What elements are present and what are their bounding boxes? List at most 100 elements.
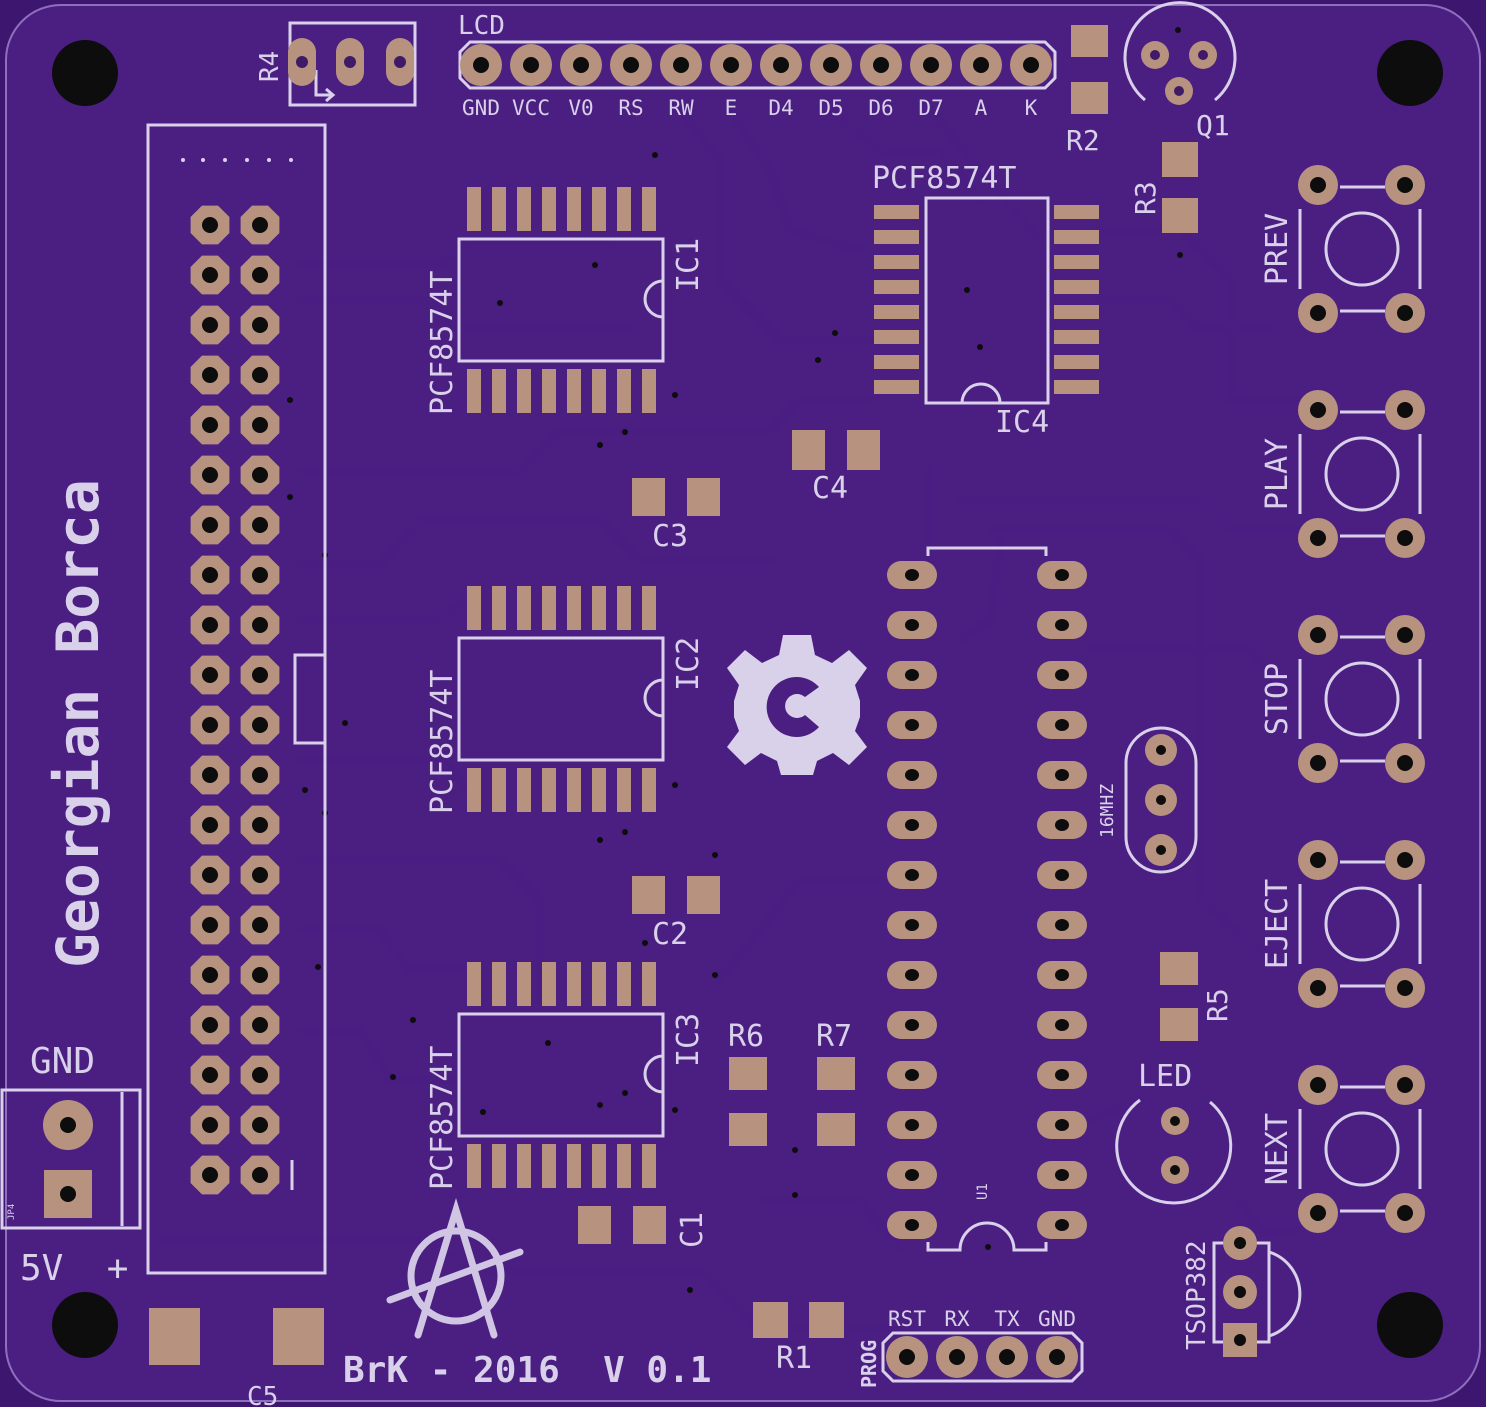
prog-pin-rst: RST	[886, 1307, 928, 1378]
c3-capacitor: C3	[632, 478, 720, 554]
button-eject[interactable]: EJECT	[1260, 840, 1425, 1008]
gpio-pin	[240, 1105, 280, 1145]
r2-label: R2	[1066, 124, 1100, 157]
gpio-pin	[240, 905, 280, 945]
lcd-pin-label: RS	[618, 96, 643, 120]
gpio-pin	[240, 405, 280, 445]
power-terminal: GND JP4 5V +	[0, 1041, 142, 1289]
r3-label: R3	[1129, 181, 1162, 215]
gpio-pin	[190, 605, 230, 645]
lcd-title: LCD	[458, 11, 505, 41]
q1-label: Q1	[1196, 109, 1230, 142]
r2-resistor: R2	[1066, 25, 1108, 157]
button-prev[interactable]: PREV	[1260, 165, 1425, 333]
led: LED	[1115, 1059, 1233, 1205]
r7-resistor: R7	[816, 1019, 855, 1146]
gpio-pin	[190, 855, 230, 895]
lcd-pin-label: K	[1025, 96, 1038, 120]
prog-pin-label: RX	[944, 1307, 970, 1331]
gpio-pin	[240, 305, 280, 345]
gpio-pin	[190, 655, 230, 695]
r1-resistor: R1	[753, 1302, 844, 1376]
button-play[interactable]: PLAY	[1260, 390, 1425, 558]
lcd-pin-a: A	[960, 44, 1002, 120]
prog-pin-tx: TX	[986, 1307, 1028, 1378]
ic3-label: IC3	[671, 1013, 706, 1067]
gpio-pin	[190, 205, 230, 245]
gpio-pin	[190, 905, 230, 945]
gpio-pin	[240, 655, 280, 695]
gpio-pin	[190, 1005, 230, 1045]
gpio-pin	[240, 955, 280, 995]
lcd-pin-label: E	[725, 96, 738, 120]
r4-label: R4	[255, 51, 285, 82]
c5-label: C5	[247, 1382, 278, 1407]
gpio-pin	[240, 705, 280, 745]
gpio-pin	[240, 605, 280, 645]
c1-capacitor: C1	[578, 1206, 710, 1248]
gpio-pin	[190, 555, 230, 595]
gpio-pin	[190, 1055, 230, 1095]
gpio-pin	[190, 355, 230, 395]
lcd-pin-label: GND	[462, 96, 500, 120]
lcd-pin-label: D6	[868, 96, 893, 120]
ic1-label: IC1	[671, 238, 706, 292]
gpio-pin	[190, 755, 230, 795]
prog-pin-label: GND	[1038, 1307, 1076, 1331]
gpio-pin	[190, 955, 230, 995]
anarchy-logo	[386, 1197, 524, 1339]
lcd-pin-label: VCC	[512, 96, 550, 120]
prog-pin-label: RST	[888, 1307, 926, 1331]
r7-label: R7	[816, 1019, 852, 1054]
button-stop[interactable]: STOP	[1260, 615, 1425, 783]
button-label: PLAY	[1260, 438, 1295, 510]
u1-microcontroller: U1	[887, 546, 1087, 1252]
r1-label: R1	[776, 1341, 812, 1376]
gpio-pin	[190, 405, 230, 445]
q1-transistor: Q1	[1123, 1, 1237, 142]
lcd-pin-label: D5	[818, 96, 843, 120]
jp4-label: JP4	[7, 1204, 17, 1220]
lcd-pin-d7: D7	[910, 44, 952, 120]
c2-label: C2	[652, 917, 688, 952]
led-label: LED	[1138, 1059, 1192, 1094]
gpio-pin	[190, 455, 230, 495]
gpio-pin	[190, 705, 230, 745]
gpio-pin	[240, 355, 280, 395]
crystal-label: 16MHZ	[1097, 784, 1118, 838]
gpio-pin	[190, 1105, 230, 1145]
gpio-pin	[190, 1155, 230, 1195]
button-label: NEXT	[1260, 1113, 1295, 1185]
gpio-pin	[240, 455, 280, 495]
author-text: Georgian Borca	[44, 479, 112, 968]
gpio-pin	[240, 855, 280, 895]
lcd-pin-gnd: GND	[460, 44, 502, 120]
gpio-pin	[240, 255, 280, 295]
lcd-pin-vcc: VCC	[510, 44, 552, 120]
lcd-pin-d6: D6	[860, 44, 902, 120]
prog-pin-gnd: GND	[1036, 1307, 1078, 1378]
tsop382-receiver: TSOP382	[1182, 1226, 1302, 1357]
r6-resistor: R6	[728, 1019, 767, 1146]
button-next[interactable]: NEXT	[1260, 1065, 1425, 1233]
r3-resistor: R3	[1129, 142, 1198, 233]
gpio-pin	[240, 805, 280, 845]
crystal-16mhz: 16MHZ	[1097, 726, 1198, 874]
lcd-pin-rw: RW	[660, 44, 702, 120]
oshw-logo	[727, 635, 867, 775]
gnd-label: GND	[30, 1041, 95, 1082]
c4-capacitor: C4	[792, 430, 880, 506]
lcd-pin-label: A	[975, 96, 988, 120]
c4-label: C4	[812, 471, 848, 506]
lcd-pin-label: D7	[918, 96, 943, 120]
lcd-pin-label: RW	[668, 96, 694, 120]
r5-label: R5	[1201, 988, 1234, 1022]
gpio-pin	[190, 505, 230, 545]
copper-traces	[155, 105, 1305, 1335]
ic4-label: IC4	[995, 405, 1049, 440]
ic2-label: IC2	[671, 637, 706, 691]
